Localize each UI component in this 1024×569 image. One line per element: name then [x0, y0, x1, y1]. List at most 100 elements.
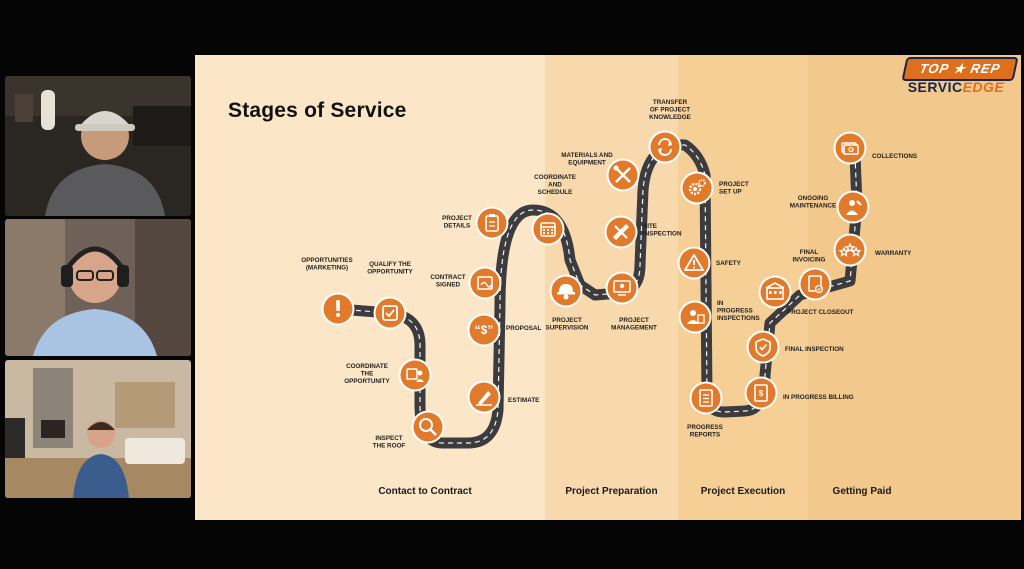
- milestone-label-line: SET UP: [719, 189, 742, 196]
- gears-icon: [688, 179, 706, 196]
- milestone-label-line: PROJECT: [442, 215, 472, 222]
- exclamation-icon: [336, 300, 340, 317]
- milestone-final-invoice: [798, 267, 832, 301]
- milestone-maintenance-person: [836, 190, 870, 224]
- participant-video-2[interactable]: [5, 219, 191, 356]
- milestone-label-line: SAFETY: [716, 260, 742, 267]
- milestone-contract: [468, 266, 502, 300]
- contract-icon: [477, 276, 493, 290]
- milestone-label-line: OPPORTUNITY: [367, 269, 413, 276]
- stage-label-contact: Contact to Contract: [378, 486, 472, 497]
- milestone-clipboard: [475, 206, 509, 240]
- monitor-person-icon: [613, 280, 631, 296]
- milestone-hardhat: [549, 274, 583, 308]
- milestone-shield-check: [746, 330, 780, 364]
- milestone-transfer: [648, 130, 682, 164]
- milestone-label-line: PROGRESS: [687, 424, 723, 431]
- calendar-person-icon: [406, 368, 424, 382]
- milestone-badge: [682, 173, 712, 203]
- milestone-label: OPPORTUNITIES(MARKETING): [301, 257, 352, 272]
- milestone-label-line: OF PROJECT: [650, 107, 690, 114]
- milestone-gears: [680, 171, 714, 205]
- milestone-label-line: EQUIPMENT: [568, 160, 606, 167]
- shield-check-icon: [755, 338, 771, 357]
- cash-icon: [841, 142, 859, 155]
- milestone-label-line: INSPECT: [375, 435, 402, 442]
- milestone-checklist: [373, 296, 407, 330]
- milestone-label-line: FINAL INSPECTION: [785, 346, 844, 353]
- milestone-label: IN PROGRESS BILLING: [783, 394, 854, 401]
- milestone-label-line: COLLECTIONS: [872, 153, 917, 160]
- milestone-label-line: OPPORTUNITIES: [301, 257, 352, 264]
- milestone-inspector: [678, 300, 712, 334]
- milestone-label-line: INSPECTION: [643, 231, 682, 238]
- tools-icon: [613, 165, 631, 183]
- pen-document-icon: [476, 391, 492, 406]
- milestone-report: [689, 381, 723, 415]
- milestone-label-line: SITE: [643, 223, 657, 230]
- milestone-label-line: MAINTENANCE: [790, 203, 837, 210]
- topp-rep-servicedge-logo: TOP ★ REP SERVICEDGE: [896, 57, 1019, 95]
- milestone-label-line: IN PROGRESS BILLING: [783, 394, 854, 401]
- milestone-label-line: COORDINATE: [534, 174, 576, 181]
- milestone-label: WARRANTY: [875, 250, 912, 257]
- stars-icon: [838, 242, 862, 257]
- milestone-label-line: DETAILS: [444, 223, 470, 230]
- milestone-badge: [400, 360, 430, 390]
- milestone-label-line: SIGNED: [436, 282, 461, 289]
- milestone-label-line: PROJECT: [719, 181, 749, 188]
- milestone-badge: [800, 269, 830, 299]
- shared-slide: Stages of Service TOP ★ REP SERVICEDGE O…: [195, 55, 1021, 520]
- milestone-calendar: [531, 212, 565, 246]
- slide-title: Stages of Service: [228, 99, 407, 122]
- milestone-label-line: MATERIALS AND: [561, 152, 613, 159]
- milestone-label-line: PROJECT CLOSEOUT: [787, 309, 854, 316]
- final-invoice-icon: [808, 275, 824, 294]
- logo-word-b: EDGE: [962, 79, 1005, 95]
- milestone-cash: [833, 131, 867, 165]
- milestone-exclamation: [321, 292, 355, 326]
- milestone-label-line: THE ROOF: [373, 443, 406, 450]
- milestone-label-line: WARRANTY: [875, 250, 912, 257]
- milestone-label-line: PROJECT: [552, 317, 582, 324]
- svg-text:$: $: [759, 389, 764, 398]
- milestone-ruler-pencil: [604, 215, 638, 249]
- warning-icon: [684, 254, 704, 271]
- milestone-label: ESTIMATE: [508, 397, 539, 404]
- milestone-quote-dollar: “$”: [467, 313, 501, 347]
- transfer-icon: [658, 138, 672, 156]
- milestone-label-line: ESTIMATE: [508, 397, 539, 404]
- milestone-badge: [650, 132, 680, 162]
- invoice-icon: $: [754, 384, 768, 402]
- milestone-badge: [375, 298, 405, 328]
- milestone-badge: [838, 192, 868, 222]
- milestone-label-line: (MARKETING): [306, 265, 348, 272]
- milestone-label-line: MANAGEMENT: [611, 325, 657, 332]
- calendar-icon: [540, 222, 556, 237]
- milestone-label: PROPOSAL: [506, 325, 541, 332]
- participant-video-1[interactable]: [5, 76, 191, 216]
- milestone-label-line: SCHEDULE: [538, 189, 573, 196]
- milestone-pen-document: [467, 380, 501, 414]
- milestone-calendar-person: [398, 358, 432, 392]
- milestone-label: COLLECTIONS: [872, 153, 917, 160]
- svg-text:“$”: “$”: [475, 323, 494, 337]
- milestone-badge: [477, 208, 507, 238]
- stage-label-preparation: Project Preparation: [565, 486, 658, 497]
- milestone-stars: [833, 233, 867, 267]
- hardhat-icon: [557, 284, 575, 300]
- participant-video-3[interactable]: [5, 360, 191, 498]
- milestone-label-line: SUPERVISION: [546, 325, 589, 332]
